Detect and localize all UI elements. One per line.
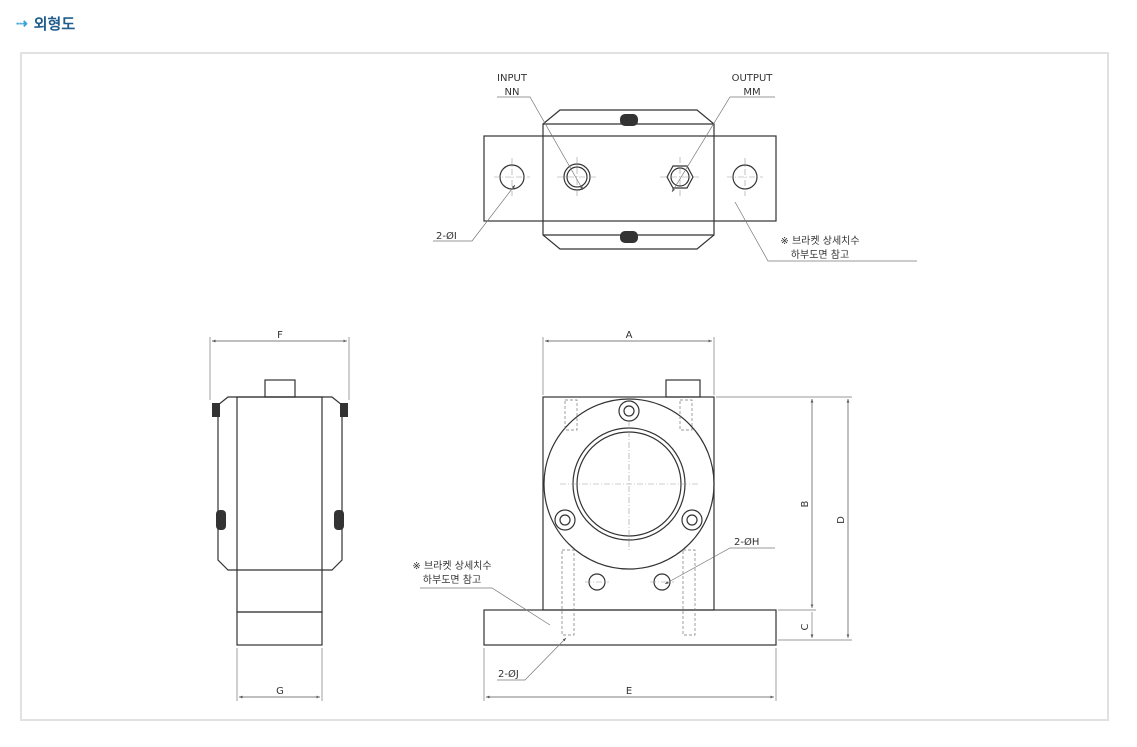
hole-h-label: 2-ØH xyxy=(734,536,759,548)
note2-line1: ※ 브라켓 상세치수 xyxy=(412,560,491,572)
drawing-frame xyxy=(20,52,1109,721)
dim-g-label: G xyxy=(276,686,284,697)
dim-a-label: A xyxy=(626,330,633,341)
dim-d-label: D xyxy=(836,516,847,524)
hole-i-label: 2-ØI xyxy=(436,230,457,242)
dim-f-label: F xyxy=(277,330,283,341)
note2-line2: 하부도면 참고 xyxy=(423,573,481,586)
note-line1: ※ 브라켓 상세치수 xyxy=(780,235,859,247)
top-view: INPUT NN OUTPUT MM 2-ØI ※ 브라켓 상세치수 하부도면 … xyxy=(433,73,917,262)
arrow-right-dotted-icon: ⇢ xyxy=(16,15,28,31)
dim-c-label: C xyxy=(800,623,811,630)
section-title: 외형도 xyxy=(33,16,76,33)
output-port-label: MM xyxy=(743,87,760,98)
dim-e-label: E xyxy=(626,686,632,697)
section-header: ⇢ 외형도 xyxy=(16,13,75,34)
output-label: OUTPUT xyxy=(732,73,774,84)
side-view: F G xyxy=(209,330,350,701)
input-port-label: NN xyxy=(505,87,520,98)
hole-j-label: 2-ØJ xyxy=(498,668,519,680)
dim-b-label: B xyxy=(800,500,811,507)
front-view: A B C D E 2-ØH 2-ØJ ※ 브라켓 상세치수 하부도면 참고 xyxy=(412,330,852,701)
note-line2: 하부도면 참고 xyxy=(791,248,849,261)
input-label: INPUT xyxy=(497,73,528,84)
